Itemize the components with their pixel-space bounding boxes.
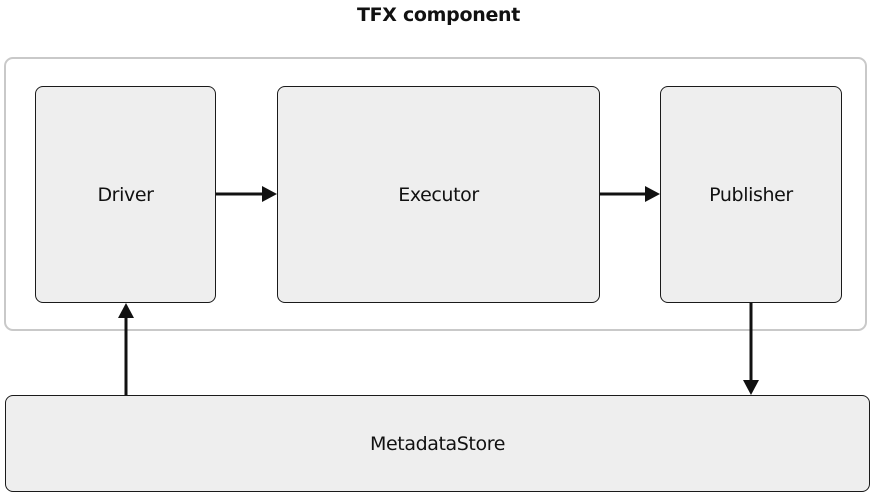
diagram-title: TFX component bbox=[356, 4, 521, 26]
arrowhead-store bbox=[743, 380, 759, 395]
driver-label: Driver bbox=[97, 183, 154, 206]
publisher-node: Publisher bbox=[660, 86, 842, 303]
metadata-store-label: MetadataStore bbox=[370, 432, 505, 455]
driver-node: Driver bbox=[35, 86, 216, 303]
executor-node: Executor bbox=[277, 86, 600, 303]
publisher-label: Publisher bbox=[709, 183, 793, 206]
metadata-store-node: MetadataStore bbox=[5, 395, 870, 492]
executor-label: Executor bbox=[398, 183, 479, 206]
